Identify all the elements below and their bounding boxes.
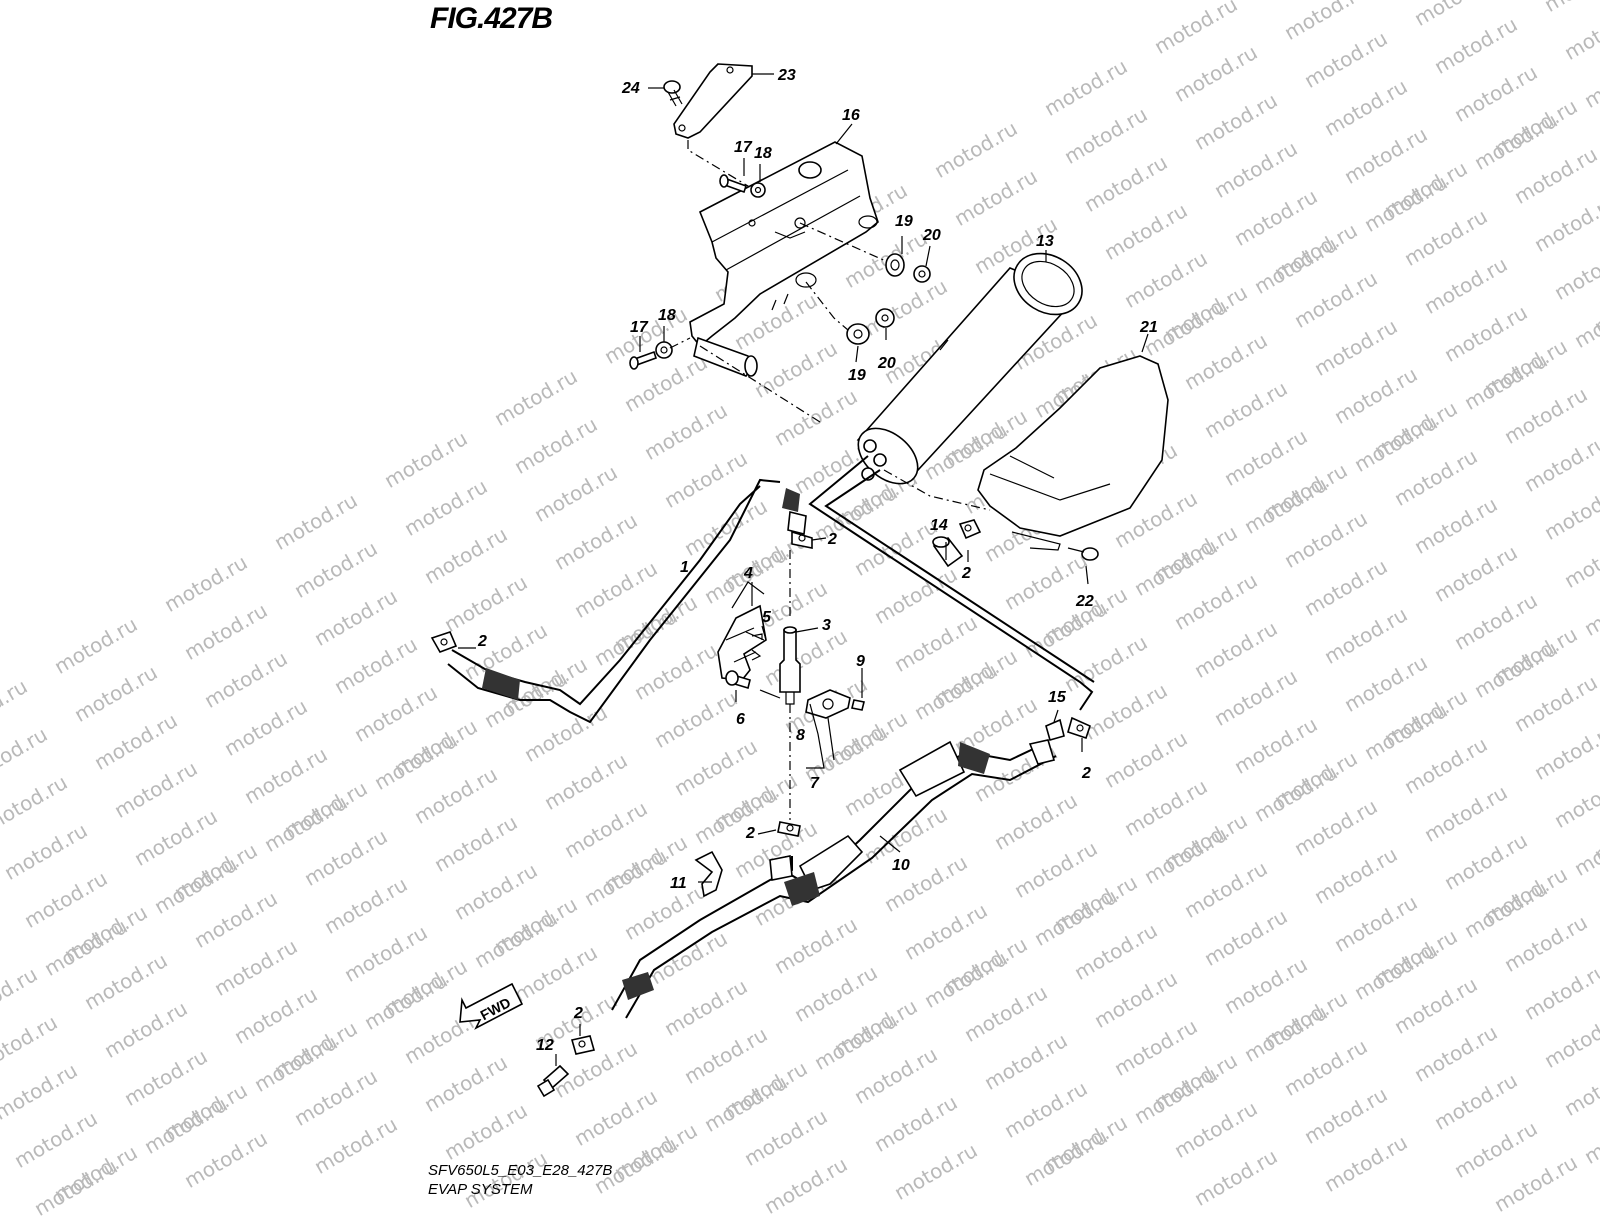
callout-23: 23 (777, 67, 796, 84)
callout-12: 12 (536, 1037, 554, 1054)
callout-2-b14: 2 (961, 565, 971, 582)
part-3-valve (779, 626, 801, 705)
part-16-canister-bracket (689, 141, 879, 377)
callout-11: 11 (670, 875, 687, 892)
figure-code: SFV650L5_E03_E28_427B (428, 1162, 613, 1179)
part-19-grommet-lower (846, 323, 870, 345)
part-4-bracket (717, 604, 767, 681)
part-9-screw (851, 699, 865, 711)
callout-13: 13 (1036, 233, 1054, 250)
part-2-clamp-d (1067, 716, 1091, 740)
callout-14: 14 (930, 517, 948, 534)
part-22-screw (1067, 547, 1099, 561)
part-24-bolt (663, 80, 683, 107)
part-20-collar-upper (913, 265, 931, 283)
callout-2-c: 2 (745, 825, 755, 842)
callout-6: 6 (736, 711, 745, 728)
part-2-clamp-c (777, 821, 801, 837)
callout-2-b: 2 (477, 633, 487, 650)
part-15-joint (1045, 718, 1065, 741)
callout-18-lower: 18 (658, 307, 676, 324)
part-19-grommet-upper (885, 253, 905, 277)
callout-24: 24 (621, 80, 640, 97)
part-6-screw (725, 670, 751, 690)
figure-title: FIG.427B (430, 2, 553, 35)
callout-7: 7 (810, 775, 820, 792)
part-21-canister-cover (977, 355, 1169, 551)
callout-21: 21 (1139, 319, 1158, 336)
part-17-bolt-upper (719, 174, 748, 194)
callout-20-upper: 20 (922, 227, 941, 244)
callout-4: 4 (743, 565, 753, 582)
part-1-hose (447, 478, 807, 724)
callout-16: 16 (842, 107, 860, 124)
callout-2-a: 2 (827, 531, 837, 548)
callout-19-upper: 19 (895, 213, 913, 230)
figure-name: EVAP SYSTEM (428, 1181, 533, 1198)
part-17-bolt-lower (629, 350, 658, 370)
callout-18-upper: 18 (754, 145, 772, 162)
callout-3: 3 (822, 617, 831, 634)
part-13-evap-canister (856, 252, 1083, 485)
part-11-clip (694, 850, 723, 898)
callout-1: 1 (680, 559, 689, 576)
callout-8: 8 (796, 727, 805, 744)
callout-2-d: 2 (1081, 765, 1091, 782)
callout-20-lower: 20 (877, 355, 896, 372)
part-18-washer-upper (750, 182, 766, 198)
part-2-clamp-a (791, 530, 813, 549)
callout-5: 5 (762, 609, 772, 626)
fwd-direction-arrow: FWD (459, 982, 524, 1030)
part-23-bracket (673, 63, 753, 139)
callout-10: 10 (892, 857, 910, 874)
leader-lines (458, 73, 1149, 1066)
part-8-bracket (805, 689, 851, 719)
callout-9: 9 (856, 653, 865, 670)
part-2-clamp-b (430, 631, 458, 653)
callout-2-e: 2 (573, 1005, 583, 1022)
callout-17-upper: 17 (734, 139, 753, 156)
callout-22: 22 (1075, 593, 1094, 610)
callout-17-lower: 17 (630, 319, 649, 336)
callout-numbers: 24 23 16 17 18 19 20 17 18 19 20 13 21 2… (477, 67, 1158, 1054)
part-18-washer-lower (655, 341, 673, 359)
part-10-hose (611, 739, 1057, 1019)
callout-15: 15 (1048, 689, 1067, 706)
part-12-fitting (536, 1064, 570, 1098)
callout-19-lower: 19 (848, 367, 866, 384)
part-2-clamp-e (570, 1035, 596, 1055)
part-5-clip (751, 633, 763, 661)
part-20-collar-lower (875, 308, 895, 328)
part-14-cap (932, 536, 964, 568)
part-2-clamp-14 (958, 519, 982, 540)
